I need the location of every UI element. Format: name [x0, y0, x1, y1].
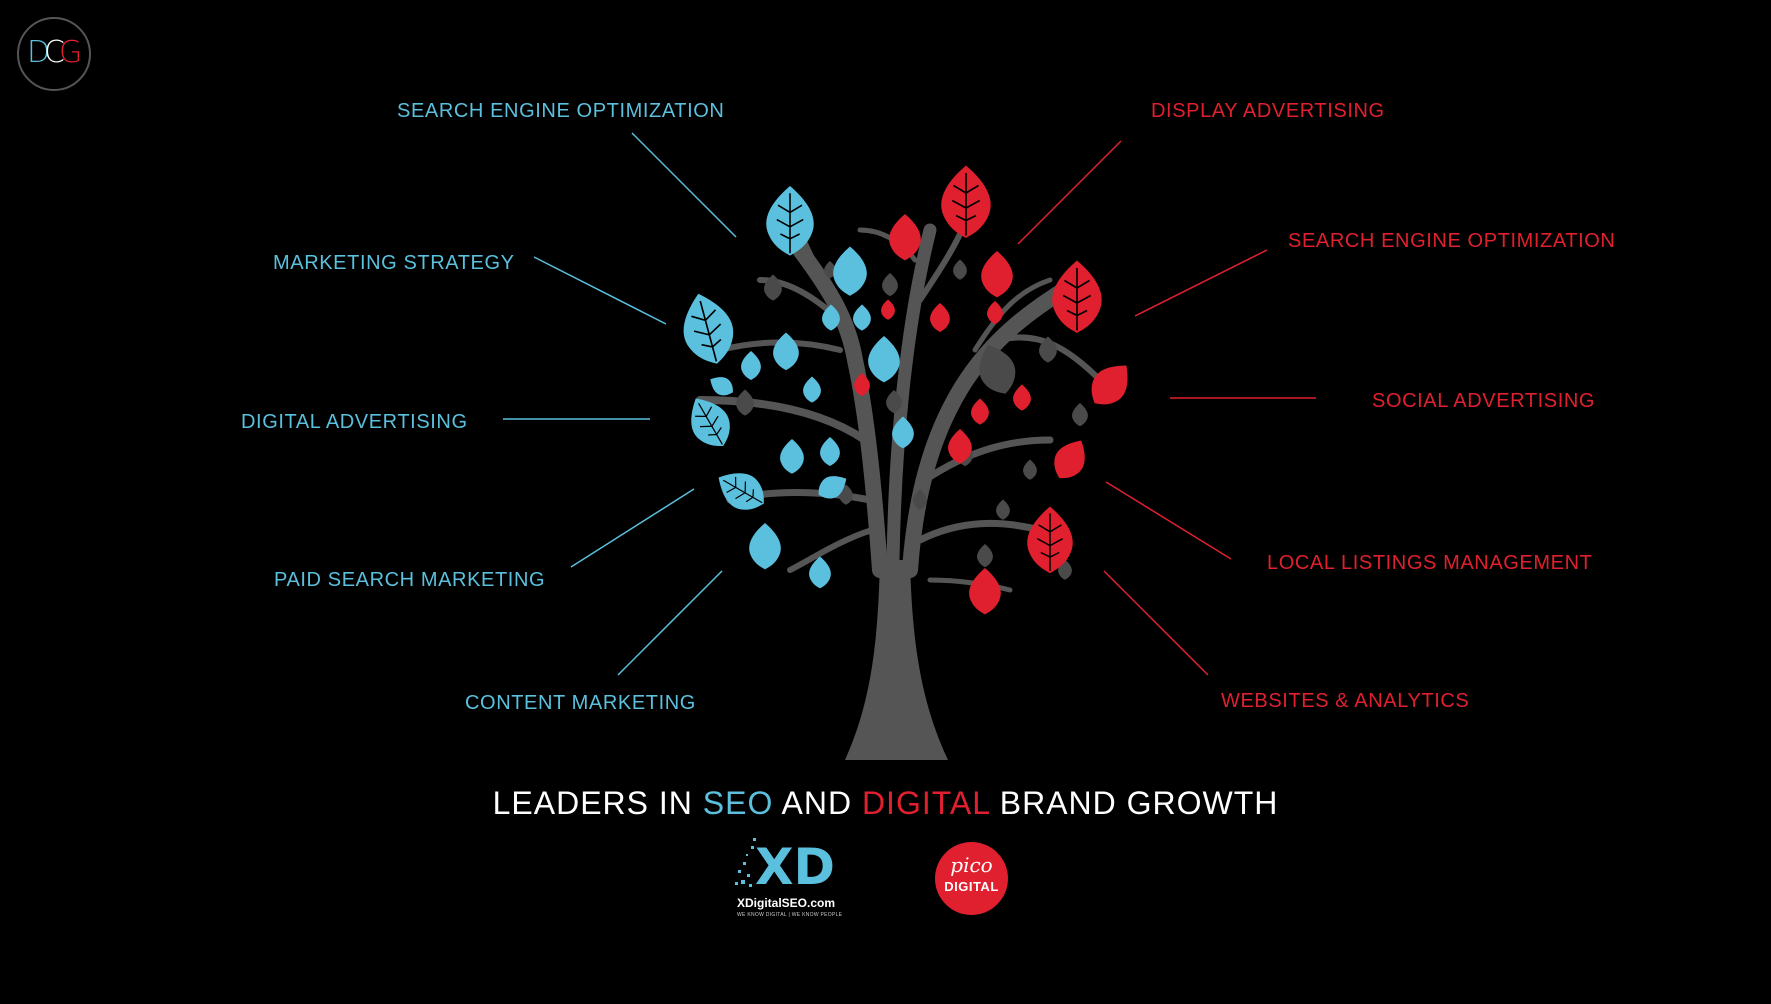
label-paid-search-marketing: PAID SEARCH MARKETING: [274, 569, 546, 591]
label-social-advertising: SOCIAL ADVERTISING: [1372, 390, 1596, 412]
connector-line: [617, 570, 723, 676]
headline-part-3: AND: [773, 785, 862, 821]
connector-line: [1134, 249, 1268, 317]
headline: LEADERS IN SEO AND DIGITAL BRAND GROWTH: [0, 783, 1771, 823]
xd-tagline: WE KNOW DIGITAL | WE KNOW PEOPLE: [737, 912, 843, 918]
pico-word: DIGITAL: [944, 879, 999, 894]
label-search-engine-optimization-right: SEARCH ENGINE OPTIMIZATION: [1288, 230, 1616, 252]
xd-mark-text: XD: [755, 838, 835, 894]
pico-digital-logo: pico DIGITAL: [935, 842, 1008, 915]
xdigitalseo-logo: XD: [735, 832, 847, 922]
connector-line: [1103, 570, 1209, 676]
tree-trunk: [696, 207, 1103, 760]
connector-line: [533, 256, 667, 325]
connector-lines-right: [1017, 140, 1316, 676]
xd-mark-icon: XD: [735, 838, 835, 896]
label-local-listings-management: LOCAL LISTINGS MANAGEMENT: [1267, 552, 1593, 574]
label-content-marketing: CONTENT MARKETING: [465, 692, 696, 714]
label-search-engine-optimization-left: SEARCH ENGINE OPTIMIZATION: [397, 100, 725, 122]
xd-site-name: XDigitalSEO.com: [737, 896, 836, 910]
label-websites-analytics: WEBSITES & ANALYTICS: [1221, 690, 1470, 712]
connector-line: [631, 132, 737, 238]
headline-part-1: LEADERS IN: [492, 785, 703, 821]
connector-line: [1017, 140, 1122, 245]
logo-letter-c: C: [44, 35, 65, 70]
label-marketing-strategy: MARKETING STRATEGY: [273, 252, 515, 274]
headline-digital: DIGITAL: [861, 785, 990, 821]
connector-line: [1105, 481, 1232, 560]
logo-letter-d: D: [27, 35, 51, 70]
label-display-advertising: DISPLAY ADVERTISING: [1151, 100, 1385, 122]
headline-seo: SEO: [702, 785, 774, 821]
connector-lines-left: [503, 132, 737, 676]
label-digital-advertising: DIGITAL ADVERTISING: [241, 411, 468, 433]
connector-line: [570, 488, 695, 568]
dcg-logo: D C G: [17, 17, 91, 91]
logo-letter-g: G: [59, 35, 83, 70]
pico-script: pico: [950, 853, 993, 877]
headline-part-5: BRAND GROWTH: [989, 785, 1279, 821]
